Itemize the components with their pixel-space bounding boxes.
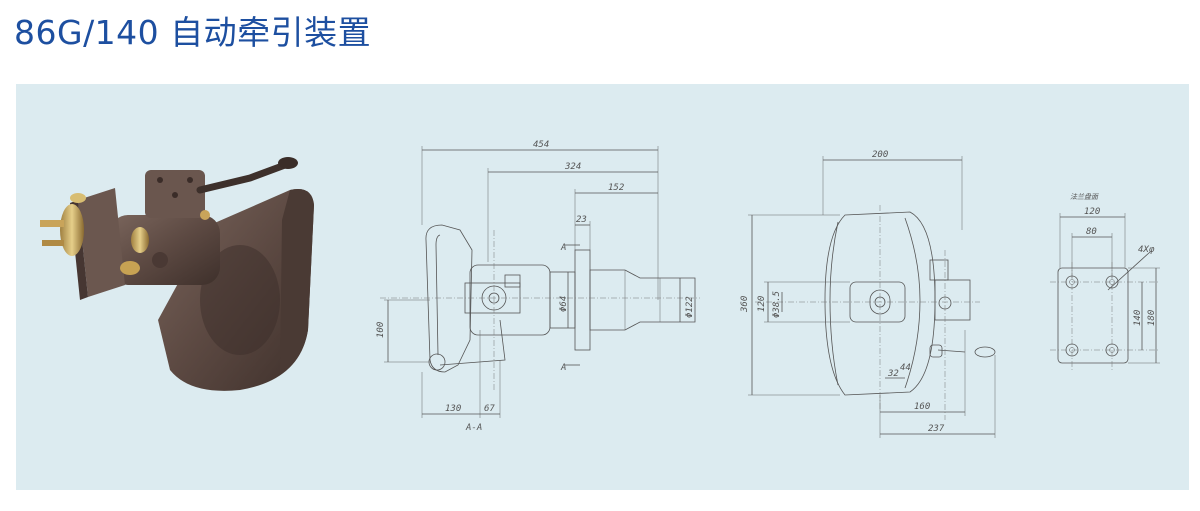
dim-180: 180 [1147, 310, 1157, 326]
dim-237: 237 [928, 424, 945, 434]
dim-200: 200 [872, 150, 888, 160]
dim-80: 80 [1086, 227, 1097, 237]
dim-120-flange: 120 [1084, 207, 1100, 217]
dim-100: 100 [376, 322, 386, 338]
dim-360: 360 [740, 296, 750, 313]
dim-44: 44 [900, 363, 911, 373]
dim-140: 140 [1133, 310, 1143, 326]
dim-23: 23 [576, 215, 587, 225]
dim-160: 160 [914, 402, 930, 412]
section-label-aa: A-A [465, 423, 482, 433]
coupling-photo [40, 157, 314, 391]
side-view-drawing [380, 146, 700, 418]
section-mark-bottom: A [560, 363, 566, 373]
page-title: 86G/140 自动牵引装置 [14, 13, 372, 52]
dim-phi38-5: Φ38.5 [772, 291, 782, 318]
dim-67: 67 [484, 404, 495, 414]
flange-note: 法兰盘面 [1070, 193, 1099, 201]
dim-130: 130 [445, 404, 461, 414]
dim-phi64: Φ64 [559, 296, 569, 312]
section-mark-top: A [560, 243, 566, 253]
flange-view-drawing [1050, 213, 1160, 372]
top-view-drawing [748, 156, 996, 438]
dim-152: 152 [608, 183, 624, 193]
dim-4-holes: 4Xφ [1138, 245, 1155, 255]
dim-324: 324 [564, 162, 581, 172]
dim-120-top: 120 [757, 296, 767, 312]
dim-phi122: Φ122 [685, 296, 695, 318]
dim-454: 454 [533, 140, 549, 150]
dim-32: 32 [887, 369, 899, 379]
